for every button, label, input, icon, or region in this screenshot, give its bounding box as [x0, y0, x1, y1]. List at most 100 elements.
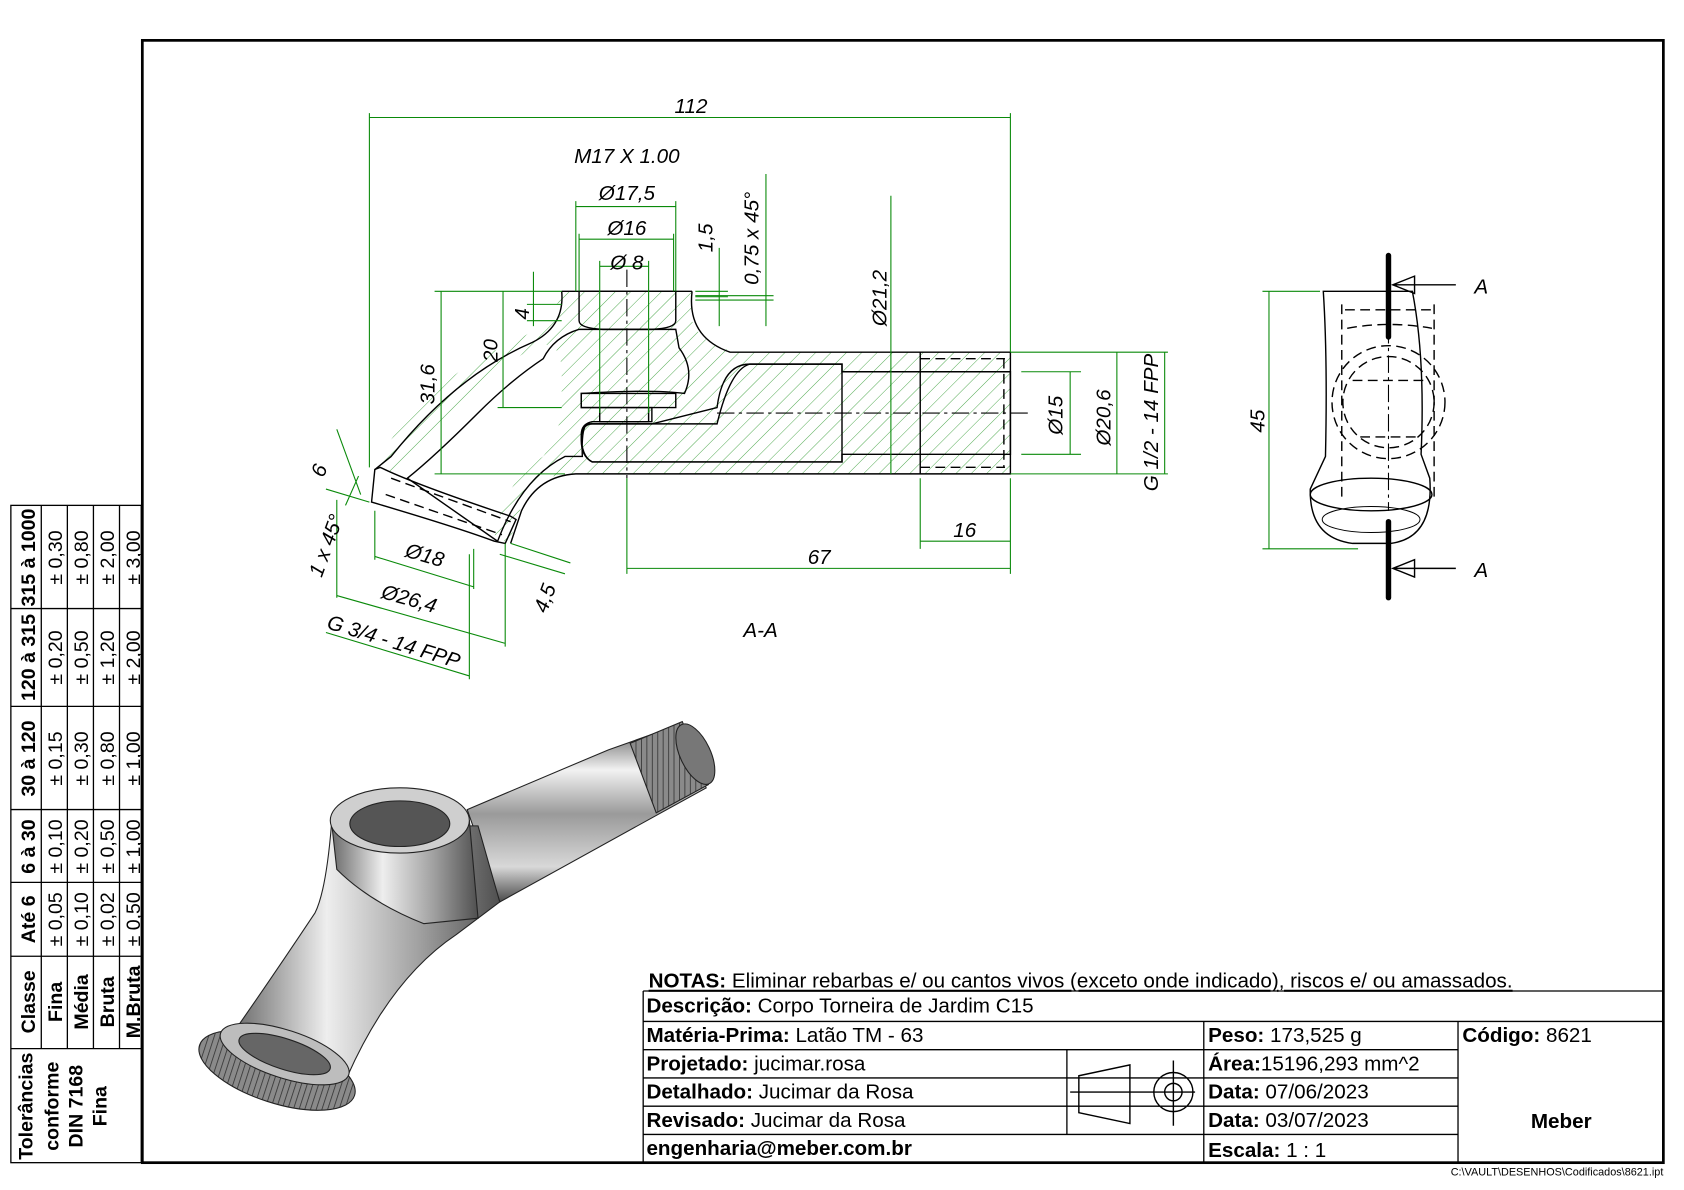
dim-overall-length: 112 — [675, 95, 708, 118]
spout-end — [370, 466, 517, 545]
dim-1-5: 1,5 — [695, 223, 718, 252]
cross-bore — [580, 392, 677, 423]
first-angle-projection-icon — [1070, 1060, 1196, 1126]
tolerance-cell: ± 1,00 — [123, 731, 145, 785]
tolerance-cell: ± 0,10 — [45, 819, 67, 873]
svg-text:Detalhado: Jucimar da Rosa: Detalhado: Jucimar da Rosa — [646, 1081, 914, 1104]
descricao-label: Descrição: — [646, 995, 751, 1018]
svg-text:Revisado: Jucimar da Rosa: Revisado: Jucimar da Rosa — [646, 1109, 906, 1132]
tolerance-cell: ± 0,02 — [97, 892, 119, 946]
tolerance-cell: ± 0,80 — [97, 731, 119, 785]
section-hatch — [374, 291, 1011, 544]
section-mark-bottom: A — [1472, 559, 1488, 582]
dim-spout-chamfer: 1 x 45° — [305, 511, 349, 579]
render-boss-bore — [349, 800, 451, 848]
tolerance-cell: ± 1,00 — [123, 819, 145, 873]
tolerance-cell: ± 0,30 — [71, 731, 93, 785]
escala-value: 1 : 1 — [1280, 1139, 1326, 1162]
header-6-30: 6 à 30 — [18, 819, 40, 873]
dim-d17-5: Ø17,5 — [598, 182, 656, 205]
view-label-a-a: A-A — [741, 619, 777, 642]
side-view: A A 45 — [1247, 252, 1488, 601]
section-mark-top: A — [1472, 276, 1488, 299]
sheet-border — [140, 39, 1665, 1165]
tolerance-title-3: DIN 7168 — [66, 1065, 88, 1148]
side-flange-top — [1309, 477, 1433, 512]
dim-d16: Ø16 — [606, 217, 647, 240]
detalhado-label: Detalhado: — [646, 1081, 753, 1104]
svg-text:Peso: 173,525 g: Peso: 173,525 g — [1208, 1024, 1362, 1047]
notes-text: Eliminar rebarbas e/ ou cantos vivos (ex… — [726, 970, 1512, 993]
materia-value: Latão TM - 63 — [790, 1024, 924, 1047]
header-classe: Classe — [18, 970, 40, 1033]
tolerance-table: Tolerâncias conforme DIN 7168 Fina Class… — [10, 504, 145, 1164]
peso-value: 173,525 g — [1264, 1024, 1362, 1047]
header-315-1000: 315 à 1000 — [18, 508, 40, 606]
data1-label: Data: — [1208, 1081, 1260, 1104]
side-bore-circle-outer — [1331, 344, 1446, 460]
revisado-value: Jucimar da Rosa — [745, 1109, 906, 1132]
dim-thread-right: G 1/2 - 14 FPP — [1140, 353, 1163, 491]
header-30-120: 30 à 120 — [18, 720, 40, 796]
dim-spout-d26-4: Ø26,4 — [378, 580, 439, 618]
tolerance-cell: ± 0,50 — [71, 630, 93, 684]
dim-len-67: 67 — [808, 546, 832, 569]
peso-label: Peso: — [1208, 1024, 1264, 1047]
svg-text:Data: 07/06/2023: Data: 07/06/2023 — [1208, 1081, 1369, 1104]
tolerance-cell: ± 0,20 — [45, 630, 67, 684]
dim-spout-6: 6 — [307, 461, 333, 480]
dim-height-45: 45 — [1247, 409, 1270, 432]
tolerance-class-label: Bruta — [97, 976, 119, 1027]
data2-label: Data: — [1208, 1109, 1260, 1132]
dim-d8: Ø 8 — [609, 252, 644, 275]
tolerance-cell: ± 2,00 — [123, 630, 145, 684]
dim-31-6: 31,6 — [417, 364, 440, 405]
tolerance-cell: ± 0,30 — [45, 530, 67, 584]
tolerance-cell: ± 0,20 — [71, 819, 93, 873]
tolerance-cell: ± 0,50 — [97, 819, 119, 873]
dim-4: 4 — [511, 308, 534, 319]
area-value: 15196,293 mm^2 — [1261, 1052, 1420, 1075]
email: engenharia@meber.com.br — [646, 1137, 911, 1160]
inner-cavity — [406, 328, 1012, 543]
dim-chamfer-top: 0,75 x 45° — [740, 192, 763, 285]
svg-text:Área:15196,293 mm^2: Área:15196,293 mm^2 — [1208, 1052, 1419, 1075]
svg-text:Escala: 1 : 1: Escala: 1 : 1 — [1208, 1139, 1326, 1162]
tolerance-title-1: Tolerâncias — [16, 1052, 38, 1159]
notes-label: NOTAS: — [649, 970, 727, 993]
dim-d21-2: Ø21,2 — [869, 269, 892, 327]
meber-logo: Meber — [1531, 1110, 1592, 1133]
escala-label: Escala: — [1208, 1139, 1280, 1162]
render-spout-bore — [238, 1032, 331, 1076]
descricao-value: Corpo Torneira de Jardim C15 — [752, 995, 1034, 1018]
section-view-a-a: 112 M17 X 1.00 Ø17,5 Ø16 Ø 8 1,5 0,75 x … — [305, 95, 1359, 680]
tolerance-title-2: conforme — [42, 1062, 64, 1151]
header-120-315: 120 à 315 — [18, 614, 40, 701]
spout-thread-hidden — [385, 477, 511, 536]
tolerance-cell: ± 0,05 — [45, 892, 67, 946]
codigo-value: 8621 — [1540, 1024, 1592, 1047]
render-right-end — [675, 723, 716, 785]
dim-spout-thread: G 3/4 - 14 FPP — [324, 611, 463, 673]
revisado-label: Revisado: — [646, 1109, 745, 1132]
projetado-label: Projetado: — [646, 1052, 748, 1075]
projetado-value: jucimar.rosa — [748, 1052, 865, 1075]
tolerance-cell: ± 0,15 — [45, 731, 67, 785]
cutting-plane-arrows — [1390, 275, 1456, 579]
svg-text:Data: 03/07/2023: Data: 03/07/2023 — [1208, 1109, 1369, 1132]
tolerance-cell: ± 0,10 — [71, 892, 93, 946]
side-flange-inner — [1321, 505, 1421, 534]
svg-text:Matéria-Prima: Latão TM - 63: Matéria-Prima: Latão TM - 63 — [646, 1024, 923, 1047]
svg-text:Projetado: jucimar.rosa: Projetado: jucimar.rosa — [646, 1052, 865, 1075]
right-bore — [580, 363, 843, 463]
header-ate-6: Até 6 — [18, 895, 40, 943]
tolerance-cell: ± 0,50 — [123, 892, 145, 946]
detalhado-value: Jucimar da Rosa — [753, 1081, 914, 1104]
tolerance-class-label: Média — [71, 974, 93, 1030]
tolerance-cell: ± 0,80 — [71, 530, 93, 584]
side-hidden-lines — [1341, 304, 1435, 500]
dim-d15: Ø15 — [1045, 395, 1068, 436]
dim-20: 20 — [480, 338, 503, 362]
tolerance-cell: ± 1,20 — [97, 630, 119, 684]
materia-label: Matéria-Prima: — [646, 1024, 789, 1047]
